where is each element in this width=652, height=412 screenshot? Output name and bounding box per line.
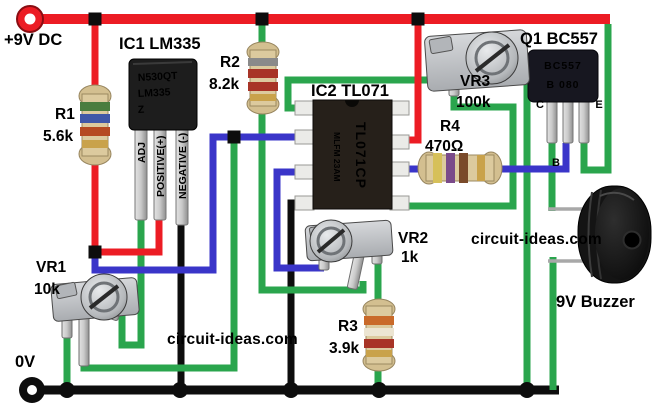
- band-gold: [477, 155, 485, 181]
- watermark-right: circuit-ideas.com: [471, 231, 602, 248]
- ic2-marking-1: TL071CP: [353, 122, 369, 189]
- wire-r2-to-vr2-wiper: [258, 19, 367, 294]
- junction-dot: [172, 382, 188, 398]
- wire-ic1-adj-to-vr1-wiper: [118, 218, 145, 349]
- label-ic2: IC2 TL071: [311, 82, 389, 100]
- band-green: [80, 102, 110, 111]
- resistor-r1: [78, 84, 112, 166]
- ic1-pin-label-adj: ADJ: [136, 142, 148, 163]
- potentiometer-vr1: [50, 273, 140, 367]
- q1-marking-2: B 080: [546, 79, 579, 91]
- band-white: [364, 328, 394, 336]
- junction-dot: [519, 382, 535, 398]
- band-red: [364, 339, 394, 348]
- q1-pin-c: [546, 98, 558, 144]
- q1-pin-label-e: E: [595, 99, 602, 111]
- wire-sensor-node-to-ic2-pin2: [91, 133, 300, 274]
- buzzer-hole: [622, 230, 642, 250]
- q1-pin-e: [578, 98, 590, 144]
- q1-pin-label-c: C: [536, 99, 544, 111]
- label-r4-ref: R4: [440, 118, 460, 135]
- label-vr1-ref: VR1: [36, 259, 67, 276]
- label-power-positive: +9V DC: [4, 31, 62, 49]
- resistor-r4: [417, 151, 503, 185]
- band-red: [248, 69, 278, 78]
- wire-r4-to-q1-base: [494, 143, 570, 173]
- band-red: [80, 127, 110, 136]
- junction-dot: [59, 382, 75, 398]
- label-r4-value: 470Ω: [425, 138, 463, 155]
- label-vr2-value: 1k: [401, 249, 419, 266]
- label-q1: Q1 BC557: [520, 30, 598, 48]
- label-buzzer: 9V Buzzer: [556, 293, 635, 311]
- junction-dot: [88, 12, 102, 26]
- label-vr1-value: 10k: [34, 281, 60, 298]
- ic1-marking-1: N530QT: [138, 70, 179, 84]
- band-orange: [364, 316, 394, 325]
- junction-dot: [371, 382, 387, 398]
- junction-dot: [227, 130, 241, 144]
- band-gray: [248, 58, 278, 66]
- label-r2-value: 8.2k: [209, 76, 240, 93]
- ic1-pin-label-positive: POSITIVE(+): [155, 135, 167, 197]
- band-brown: [459, 153, 468, 183]
- resistor-r2: [246, 41, 280, 115]
- q1-marking-1: BC557: [544, 60, 582, 72]
- junction-dot: [283, 382, 299, 398]
- ic2-pins: [294, 100, 410, 211]
- label-r1-value: 5.6k: [43, 128, 74, 145]
- transistor-q1: BC557 B 080: [527, 49, 599, 144]
- junction-dot: [88, 245, 102, 259]
- band-red: [248, 82, 278, 91]
- q1-pin-b: [562, 98, 574, 144]
- band-yellow: [433, 153, 442, 183]
- band-blue: [80, 114, 110, 123]
- wire-vr3-wiper-to-ic2-pin5: [404, 90, 517, 210]
- ic1-marking-2: LM335: [138, 86, 171, 100]
- junction-dot: [255, 12, 269, 26]
- junction-squares: [88, 12, 425, 259]
- label-r3-value: 3.9k: [329, 340, 360, 357]
- resistor-r3: [362, 298, 396, 372]
- label-r2-ref: R2: [220, 54, 240, 71]
- ic1-marking-3: Z: [138, 104, 146, 116]
- buzzer: [548, 185, 652, 284]
- ic2-marking-2: MLFM 23AM: [332, 132, 342, 182]
- band-violet: [446, 153, 455, 183]
- blue-wires: [91, 133, 570, 274]
- terminal-0v: [19, 377, 45, 403]
- label-power-ground: 0V: [15, 353, 35, 371]
- label-vr3-value: 100k: [456, 94, 491, 111]
- label-vr3-ref: VR3: [460, 73, 491, 90]
- wire-vr3-to-ground: [516, 53, 531, 390]
- label-ic1: IC1 LM335: [119, 35, 201, 53]
- band-gold: [366, 350, 392, 357]
- junction-dot: [411, 12, 425, 26]
- terminal-9v: [16, 5, 44, 33]
- ic1-pin-label-negative: NEGATIVE (-): [177, 133, 189, 199]
- label-vr2-ref: VR2: [398, 230, 428, 247]
- wire-ic2-pin1-to-vr3: [284, 76, 440, 112]
- ic1-pin-adj: [134, 127, 148, 221]
- label-r3-ref: R3: [338, 318, 358, 335]
- potentiometer-vr3: [424, 29, 530, 97]
- wire-rail-to-q1-emitter: [580, 24, 612, 174]
- band-gold: [82, 140, 108, 148]
- band-gold: [250, 94, 276, 101]
- wire-ic2-gnd-to-ground: [287, 199, 300, 390]
- q1-pin-label-b: B: [552, 157, 560, 169]
- ground-junctions: [59, 382, 535, 398]
- ic2-notch: [345, 100, 359, 107]
- ic2-tl071: TL071CP MLFM 23AM: [294, 99, 410, 211]
- potentiometer-vr2: [304, 219, 394, 290]
- watermark-bottom-left: circuit-ideas.com: [167, 331, 298, 348]
- label-r1-ref: R1: [55, 106, 75, 123]
- wire-ic2-pin3-to-vr2: [273, 168, 324, 272]
- ic1-lm335: N530QT LM335 Z: [128, 58, 198, 226]
